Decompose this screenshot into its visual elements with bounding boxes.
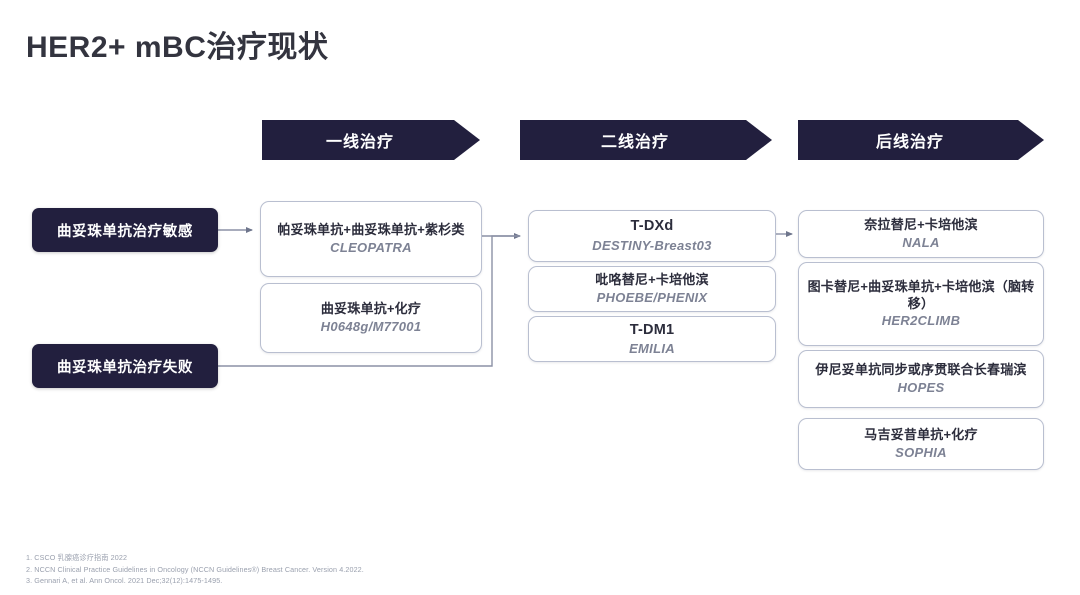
phase-banner-later-line: 后线治疗 xyxy=(798,120,1044,160)
treatment-trial: SOPHIA xyxy=(895,444,947,460)
treatment-card-hopes: 伊尼妥单抗同步或序贯联合长春瑞滨 HOPES xyxy=(798,350,1044,408)
phase-banner-second-line: 二线治疗 xyxy=(520,120,772,160)
treatment-regimen: 奈拉替尼+卡培他滨 xyxy=(864,217,978,233)
status-pill-trastuzumab-sensitive: 曲妥珠单抗治疗敏感 xyxy=(32,208,218,252)
page-title: HER2+ mBC治疗现状 xyxy=(26,31,329,64)
treatment-card-t-dm1: T-DM1 EMILIA xyxy=(528,316,776,362)
treatment-card-nala: 奈拉替尼+卡培他滨 NALA xyxy=(798,210,1044,258)
treatment-card-sophia: 马吉妥昔单抗+化疗 SOPHIA xyxy=(798,418,1044,470)
footnote-item: 1. CSCO 乳腺癌诊疗指南 2022 xyxy=(26,553,128,562)
treatment-trial: HER2CLIMB xyxy=(881,313,961,329)
treatment-regimen: T-DM1 xyxy=(629,321,675,338)
treatment-card-her2climb: 图卡替尼+曲妥珠单抗+卡培他滨（脑转移） HER2CLIMB xyxy=(798,262,1044,346)
treatment-trial: HOPES xyxy=(897,379,945,395)
treatment-trial: PHOEBE/PHENIX xyxy=(596,289,708,305)
treatment-regimen: 帕妥珠单抗+曲妥珠单抗+紫杉类 xyxy=(277,222,465,238)
footnote-item: 3. Gennari A, et al. Ann Oncol. 2021 Dec… xyxy=(26,576,223,586)
footnote-item: 2. NCCN Clinical Practice Guidelines in … xyxy=(26,564,364,574)
treatment-regimen: 伊尼妥单抗同步或序贯联合长春瑞滨 xyxy=(815,362,1027,378)
treatment-card-t-dxd: T-DXd DESTINY-Breast03 xyxy=(528,210,776,262)
phase-banner-first-line: 一线治疗 xyxy=(262,120,480,160)
treatment-trial: CLEOPATRA xyxy=(330,239,412,255)
treatment-regimen: 图卡替尼+曲妥珠单抗+卡培他滨（脑转移） xyxy=(807,278,1035,312)
footnote-list: 1. CSCO 乳腺癌诊疗指南 2022 2. NCCN Clinical Pr… xyxy=(26,552,826,587)
treatment-trial: DESTINY-Breast03 xyxy=(592,237,712,253)
treatment-regimen: 曲妥珠单抗+化疗 xyxy=(320,301,422,317)
treatment-regimen: T-DXd xyxy=(630,218,674,235)
treatment-card-cleopatra: 帕妥珠单抗+曲妥珠单抗+紫杉类 CLEOPATRA xyxy=(260,201,482,277)
treatment-trial: NALA xyxy=(902,234,940,250)
status-pill-trastuzumab-failure: 曲妥珠单抗治疗失败 xyxy=(32,344,218,388)
treatment-card-pyrotinib: 吡咯替尼+卡培他滨 PHOEBE/PHENIX xyxy=(528,266,776,312)
treatment-card-h0648g: 曲妥珠单抗+化疗 H0648g/M77001 xyxy=(260,283,482,353)
treatment-trial: H0648g/M77001 xyxy=(320,318,422,334)
treatment-regimen: 马吉妥昔单抗+化疗 xyxy=(864,427,978,443)
treatment-trial: EMILIA xyxy=(629,340,675,356)
treatment-regimen: 吡咯替尼+卡培他滨 xyxy=(595,272,709,288)
